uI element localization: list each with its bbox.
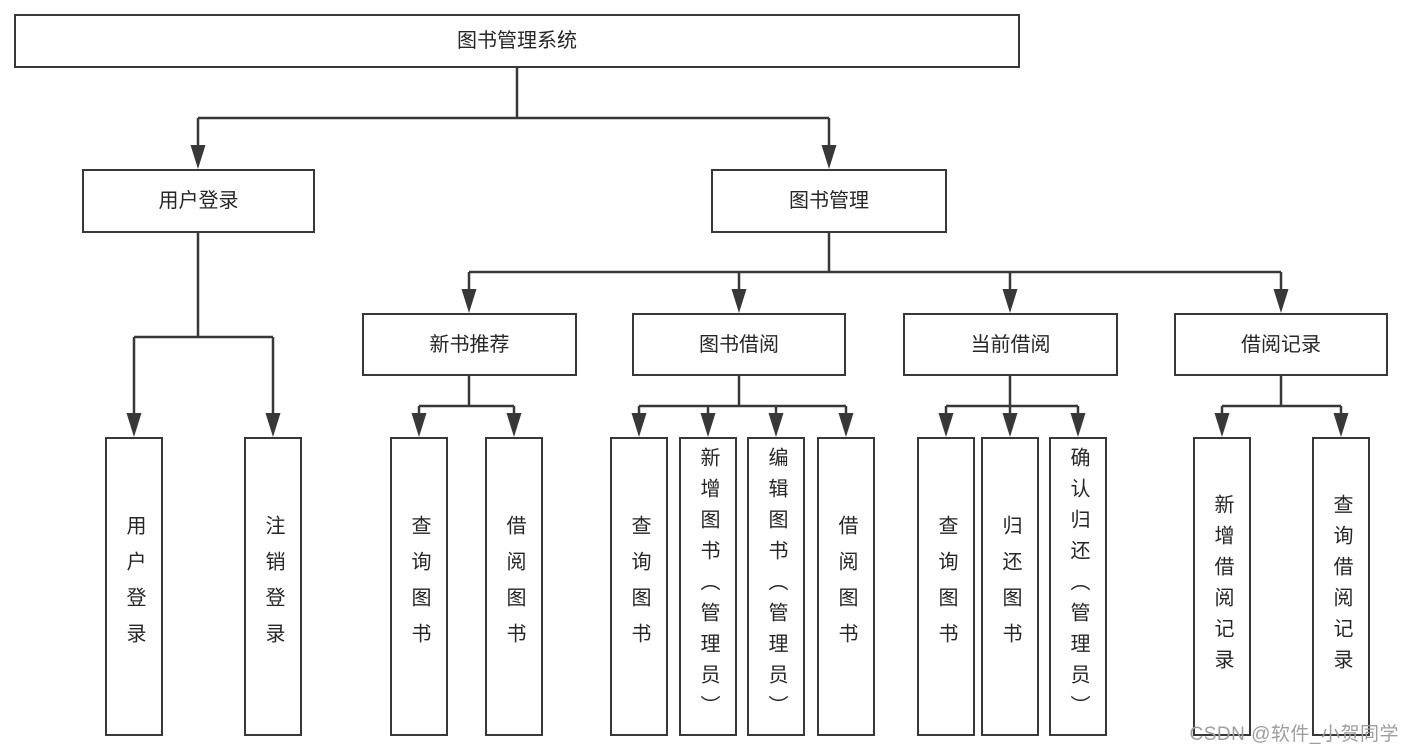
node-current-borrowing-label: 当前借阅	[970, 333, 1051, 356]
leaf-query-books-recommend: 查询图书	[390, 437, 448, 736]
leaf-confirm-return-admin-label: 确认归还（管理员）	[1067, 447, 1089, 726]
arrowheads	[126, 145, 1349, 437]
leaf-borrow-books-borrowing-label: 借阅图书	[835, 514, 857, 659]
node-borrowing-records-label: 借阅记录	[1241, 333, 1321, 356]
leaf-add-borrow-record-label: 新增借阅记录	[1211, 493, 1233, 680]
leaf-edit-books-admin: 编辑图书（管理员）	[747, 437, 805, 736]
leaf-return-books-label: 归还图书	[999, 514, 1021, 659]
node-book-borrowing: 图书借阅	[632, 313, 846, 376]
node-book-borrowing-label: 图书借阅	[699, 333, 779, 356]
leaf-query-borrow-record-label: 查询借阅记录	[1330, 493, 1352, 680]
node-root: 图书管理系统	[14, 14, 1020, 68]
leaf-add-books-admin: 新增图书（管理员）	[679, 437, 737, 736]
leaf-borrow-books-recommend-label: 借阅图书	[503, 514, 525, 659]
leaf-query-borrow-record: 查询借阅记录	[1312, 437, 1370, 736]
leaf-add-borrow-record: 新增借阅记录	[1193, 437, 1251, 736]
leaf-query-books-borrowing: 查询图书	[610, 437, 668, 736]
leaf-confirm-return-admin: 确认归还（管理员）	[1049, 437, 1107, 736]
node-new-book-recommendation-label: 新书推荐	[429, 333, 510, 356]
leaf-query-books-current-label: 查询图书	[935, 514, 957, 659]
node-borrowing-records: 借阅记录	[1174, 313, 1388, 376]
csdn-watermark: CSDN @软件_小贺同学	[1189, 724, 1399, 745]
leaf-user-login: 用户登录	[105, 437, 163, 736]
node-new-book-recommendation: 新书推荐	[362, 313, 577, 376]
node-root-label: 图书管理系统	[457, 30, 577, 52]
leaf-logout-label: 注销登录	[262, 514, 284, 659]
node-book-management: 图书管理	[711, 169, 947, 233]
leaf-query-books-borrowing-label: 查询图书	[628, 514, 650, 659]
node-user-login-label: 用户登录	[158, 190, 239, 212]
leaf-return-books: 归还图书	[981, 437, 1039, 736]
connector-paths	[132, 68, 1343, 417]
leaf-logout: 注销登录	[244, 437, 302, 736]
leaf-add-books-admin-label: 新增图书（管理员）	[697, 447, 719, 726]
leaf-user-login-label: 用户登录	[123, 514, 145, 659]
leaf-query-books-current: 查询图书	[917, 437, 975, 736]
node-user-login: 用户登录	[82, 169, 315, 233]
leaf-query-books-recommend-label: 查询图书	[408, 514, 430, 659]
leaf-borrow-books-recommend: 借阅图书	[485, 437, 543, 736]
leaf-edit-books-admin-label: 编辑图书（管理员）	[765, 447, 787, 726]
node-book-management-label: 图书管理	[789, 190, 869, 212]
leaf-borrow-books-borrowing: 借阅图书	[817, 437, 875, 736]
node-current-borrowing: 当前借阅	[903, 313, 1118, 376]
